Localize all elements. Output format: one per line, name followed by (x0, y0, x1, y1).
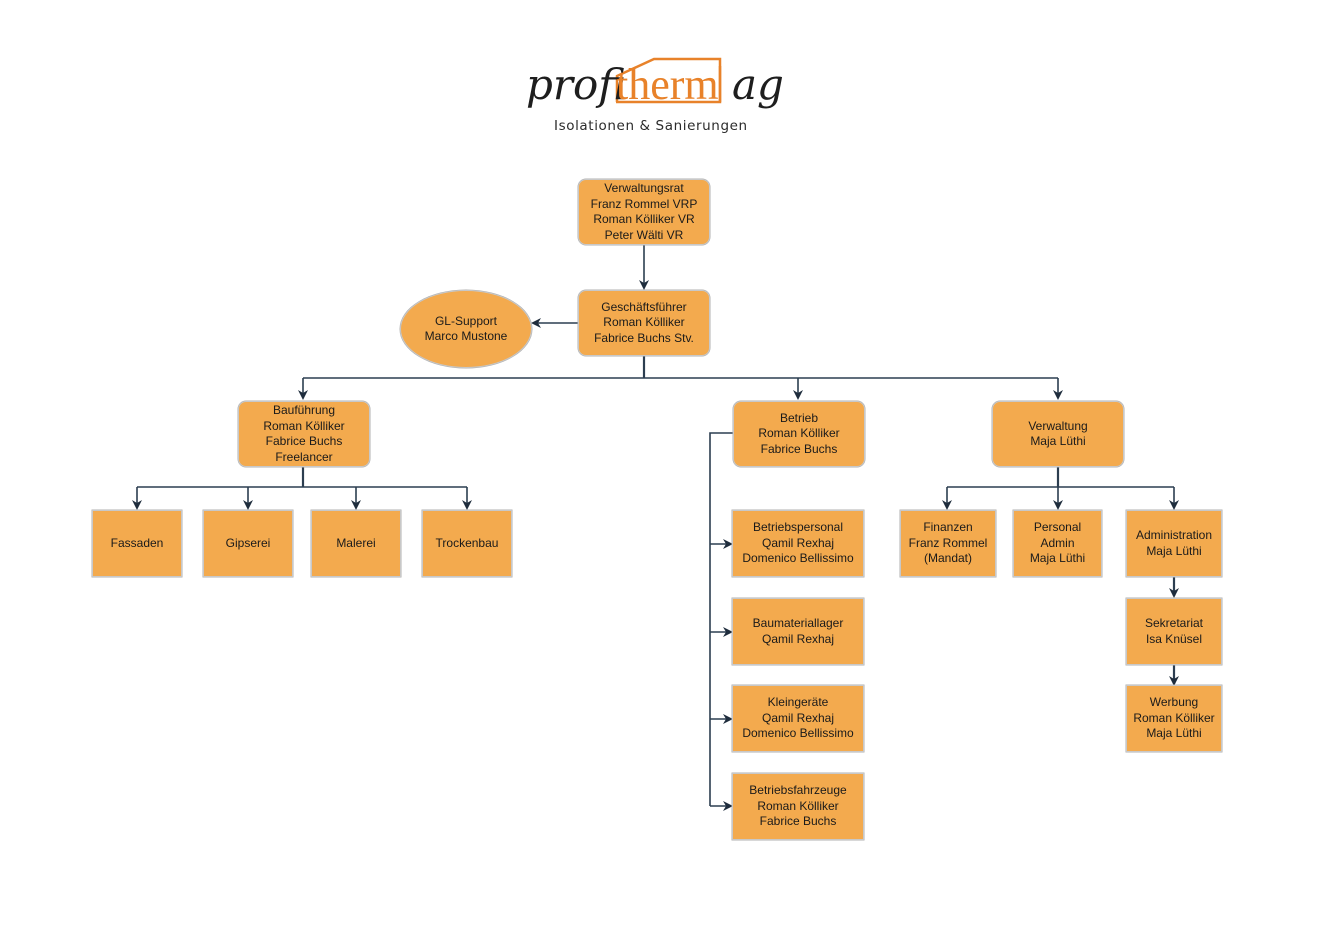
node-text-line: Kleingeräte (767, 695, 829, 710)
node-text-line: Qamil Rexhaj (761, 535, 835, 550)
logo-text-ag: ag (732, 60, 784, 109)
node-text-line: Maja Lüthi (1030, 434, 1086, 448)
logo-tagline: Isolationen & Sanierungen (554, 118, 748, 134)
node-text-line: Geschäftsführer (601, 299, 687, 314)
node-text-line: Werbung (1149, 695, 1199, 710)
node-text-line: Franz Rommel (908, 535, 988, 550)
node-text-line: Fabrice Buchs (265, 434, 343, 448)
node-text-line: Gipserei (225, 535, 271, 550)
node-text-line: Domenico Bellissimo (742, 726, 854, 741)
node-text-line: Fabrice Buchs Stv. (594, 330, 694, 345)
node-text-line: Roman Kölliker VR (593, 212, 695, 226)
node-text-line: Bauführung (272, 403, 336, 417)
node-text-line: Personal (1033, 520, 1082, 535)
node-text-line: Fabrice Buchs (760, 441, 838, 456)
node-malerei: Malerei (311, 510, 401, 577)
node-text-line: Malerei (336, 535, 376, 550)
node-text-line: Marco Mustone (424, 329, 508, 343)
node-text-line: Roman Kölliker (757, 798, 839, 813)
node-lines: Trockenbau (436, 536, 499, 552)
node-text-line: Verwaltungsrat (604, 181, 684, 195)
connector-betrieb-spine (709, 432, 733, 806)
node-text-line: Freelancer (275, 449, 333, 464)
node-text-line: Qamil Rexhaj (761, 631, 835, 646)
node-text-line: Betrieb (779, 410, 819, 425)
node-text-line: Peter Wälti VR (604, 227, 684, 242)
company-logo: profi therm ag Isolationen & Sanierungen (522, 56, 792, 142)
node-lines: Gipserei (226, 536, 271, 552)
node-text-line: Isa Knüsel (1145, 631, 1203, 646)
node-trockenbau: Trockenbau (422, 510, 512, 577)
node-text-line: Roman Kölliker (1133, 710, 1215, 725)
node-text-line: Maja Lüthi (1146, 726, 1202, 741)
node-text-line: Maja Lüthi (1146, 543, 1202, 558)
house-roof-icon (615, 57, 722, 104)
node-text-line: Qamil Rexhaj (761, 710, 835, 725)
logo-text-profi: profi (526, 60, 627, 109)
node-text-line: Roman Kölliker (603, 315, 685, 330)
node-text-line: Betriebsfahrzeuge (749, 783, 847, 798)
node-text-line: (Mandat) (923, 551, 973, 566)
node-lines: Malerei (336, 536, 375, 552)
node-text-line: Admin (1040, 535, 1075, 550)
node-lines: Fassaden (111, 536, 164, 552)
node-text-line: GL-Support (434, 313, 498, 328)
logo-text-therm: therm (616, 60, 719, 109)
node-text-line: Fassaden (110, 535, 164, 550)
node-text-line: Verwaltung (1028, 418, 1088, 433)
node-text-line: Roman Kölliker (263, 418, 345, 433)
node-gipserei: Gipserei (203, 510, 293, 577)
node-fassaden: Fassaden (92, 510, 182, 577)
node-text-line: Maja Lüthi (1029, 551, 1086, 566)
node-text-line: Domenico Bellissimo (742, 551, 854, 566)
node-text-line: Roman Kölliker (758, 426, 840, 441)
node-text-line: Fabrice Buchs (759, 814, 837, 829)
node-text-line: Finanzen (923, 520, 973, 535)
node-text-line: Sekretariat (1144, 616, 1204, 630)
node-text-line: Betriebspersonal (752, 520, 844, 535)
node-text-line: Administration (1135, 528, 1213, 542)
node-text-line: Franz Rommel VRP (590, 196, 698, 211)
node-text-line: Baumateriallager (752, 616, 844, 630)
node-text-line: Trockenbau (435, 535, 499, 550)
